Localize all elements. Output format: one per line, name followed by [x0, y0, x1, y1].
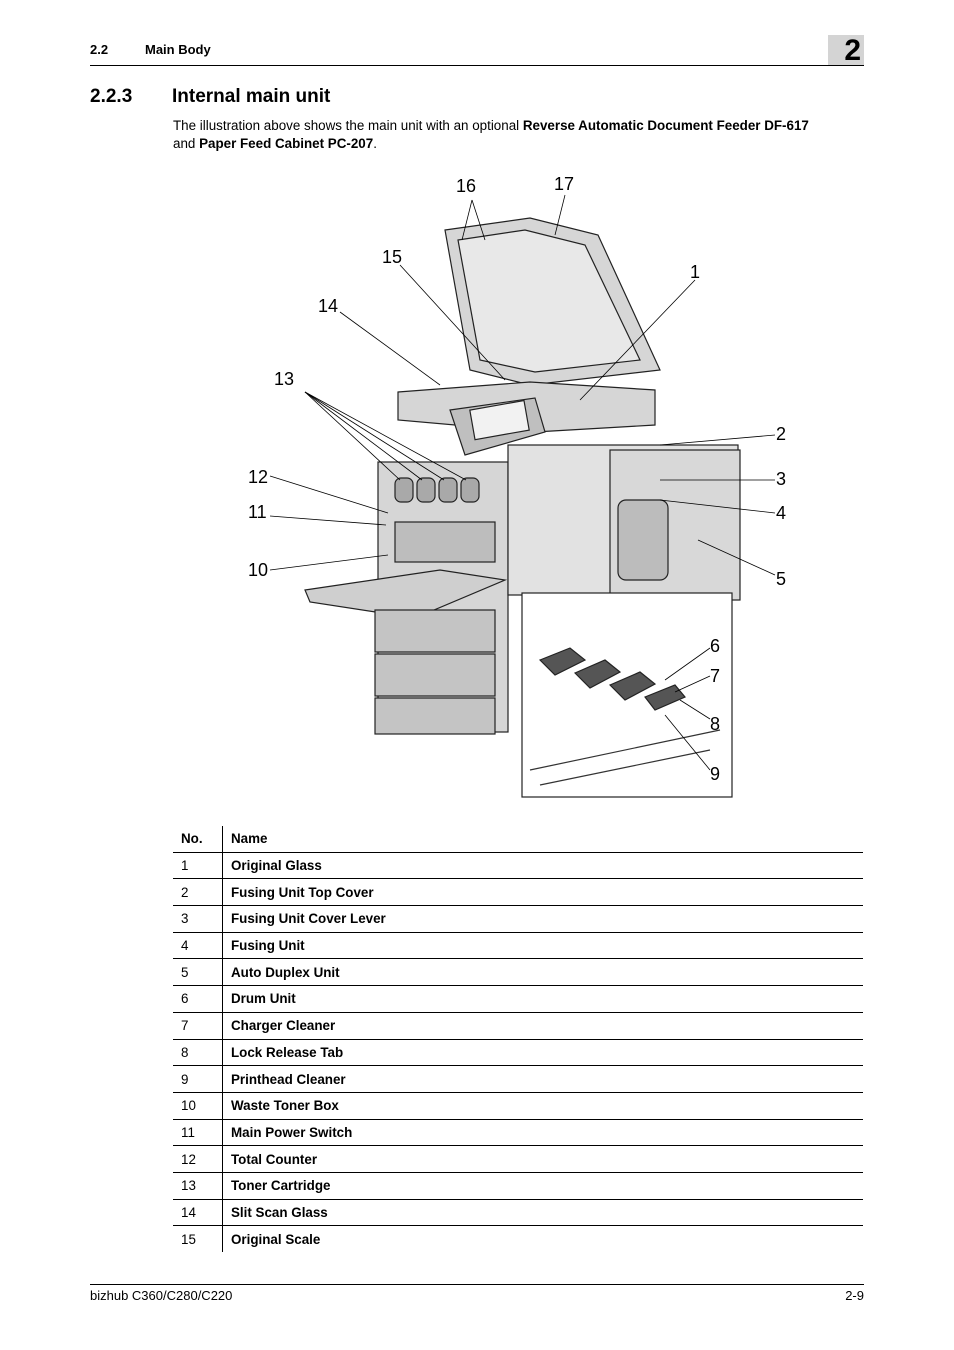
callout-4: 4 — [776, 503, 786, 523]
column-header-no: No. — [173, 826, 223, 853]
callout-15: 15 — [382, 247, 402, 267]
row-number: 4 — [173, 932, 223, 960]
row-name: Original Glass — [222, 852, 863, 880]
row-number: 8 — [173, 1039, 223, 1067]
row-name: Toner Cartridge — [222, 1172, 863, 1200]
callout-12: 12 — [248, 467, 268, 487]
footer-model: bizhub C360/C280/C220 — [90, 1288, 233, 1303]
intro-text-3: . — [373, 136, 377, 151]
row-number: 12 — [173, 1145, 223, 1173]
row-name: Charger Cleaner — [222, 1012, 863, 1040]
intro-bold-df617: Reverse Automatic Document Feeder DF-617 — [522, 118, 809, 133]
row-number: 11 — [173, 1119, 223, 1147]
row-name: Auto Duplex Unit — [222, 958, 863, 987]
internal-main-unit-illustration: 1 2 3 4 5 6 7 8 9 10 11 12 13 14 15 16 1… — [248, 174, 786, 798]
row-number: 3 — [173, 905, 223, 933]
row-name: Slit Scan Glass — [222, 1199, 863, 1227]
row-name: Drum Unit — [222, 985, 863, 1013]
row-number: 9 — [173, 1065, 223, 1093]
row-name: Fusing Unit Cover Lever — [222, 905, 863, 933]
callout-3: 3 — [776, 469, 786, 489]
table-header-row: No. Name — [173, 826, 863, 853]
row-number: 10 — [173, 1092, 223, 1120]
row-number: 5 — [173, 958, 223, 987]
row-name: Total Counter — [222, 1145, 863, 1173]
row-name: Fusing Unit — [222, 932, 863, 960]
footer-divider — [90, 1284, 864, 1285]
callout-10: 10 — [248, 560, 268, 580]
callout-16: 16 — [456, 176, 476, 196]
front-door — [304, 569, 508, 619]
row-number: 1 — [173, 852, 223, 880]
row-name: Waste Toner Box — [222, 1092, 863, 1120]
header-divider — [90, 65, 864, 66]
callout-1: 1 — [690, 262, 700, 282]
callout-13: 13 — [274, 369, 294, 389]
row-number: 13 — [173, 1172, 223, 1200]
callout-11: 11 — [248, 502, 267, 522]
callout-14: 14 — [318, 296, 338, 316]
intro-bold-pc207: Paper Feed Cabinet PC-207 — [199, 136, 374, 151]
callout-6: 6 — [710, 636, 720, 656]
callout-8: 8 — [710, 714, 720, 734]
row-name: Lock Release Tab — [222, 1039, 863, 1067]
intro-text-1: The illustration above shows the main un… — [173, 118, 523, 133]
intro-paragraph: The illustration above shows the main un… — [173, 117, 873, 153]
callout-17: 17 — [554, 174, 574, 194]
callout-9: 9 — [710, 764, 720, 784]
column-header-name: Name — [222, 826, 863, 853]
table-row: 15 Original Scale — [173, 1225, 863, 1252]
row-number: 6 — [173, 985, 223, 1013]
row-number: 2 — [173, 878, 223, 907]
section-number: 2.2.3 — [90, 86, 133, 107]
footer-page-number: 2-9 — [845, 1288, 864, 1303]
chapter-number-badge: 2 — [828, 35, 864, 67]
row-number: 7 — [173, 1012, 223, 1040]
row-name: Printhead Cleaner — [222, 1065, 863, 1093]
row-number: 15 — [173, 1225, 223, 1252]
running-header-section-title: Main Body — [145, 42, 211, 57]
row-number: 14 — [173, 1199, 223, 1227]
callout-7: 7 — [710, 666, 720, 686]
running-header-section-number: 2.2 — [90, 42, 109, 57]
callout-5: 5 — [776, 569, 786, 589]
section-title: Internal main unit — [172, 86, 331, 107]
intro-text-2: and — [173, 136, 200, 151]
row-name: Fusing Unit Top Cover — [222, 878, 863, 907]
row-name: Main Power Switch — [222, 1119, 863, 1147]
callout-2: 2 — [776, 424, 786, 444]
row-name: Original Scale — [231, 1231, 321, 1247]
